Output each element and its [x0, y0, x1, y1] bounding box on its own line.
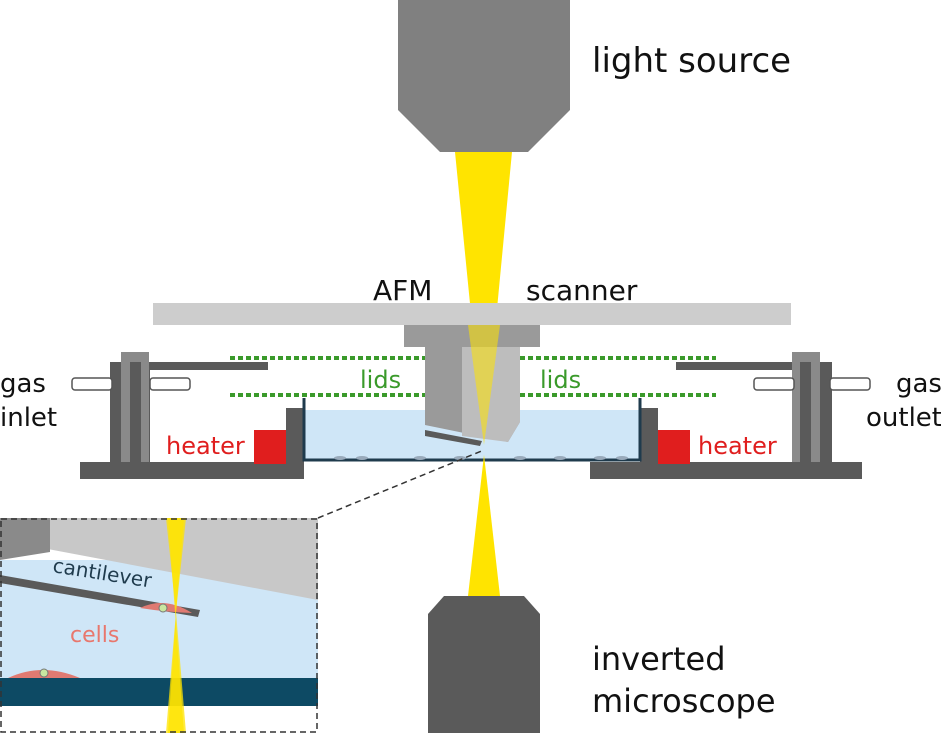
inset-glass-bottom: [0, 678, 318, 706]
heater-right-block: [658, 430, 690, 464]
cantilever-holder-front: [462, 405, 520, 442]
inverted-label-2: microscope: [592, 682, 776, 720]
zoom-inset: [0, 518, 318, 733]
gas-inlet-label-1: gas: [0, 369, 46, 399]
inset-cell-nucleus-2: [39, 668, 49, 678]
lids-right-label: lids: [540, 366, 581, 394]
inset-frame: [0, 518, 318, 733]
heater-left-label: heater: [166, 432, 245, 460]
gas-outlet-label-1: gas: [896, 369, 941, 399]
light-beam-overlay: [468, 325, 500, 445]
gas-outlet-label-2: outlet: [866, 403, 941, 433]
dish-border: [302, 398, 642, 462]
heater-right-label: heater: [698, 432, 777, 460]
cells-label: cells: [70, 623, 119, 648]
base-right: [590, 462, 862, 479]
heater-left-block: [254, 430, 286, 464]
light-beam-upper: [455, 152, 512, 445]
inset-beam-upper: [166, 518, 186, 612]
light-source: [398, 0, 570, 152]
inset-cell-nucleus-1: [158, 603, 168, 613]
light-beam-lower: [468, 455, 500, 596]
gas-outlet-tube-inner: [753, 377, 795, 391]
gas-inlet-tube-inner: [149, 377, 191, 391]
base-left: [80, 462, 304, 479]
afm-label: AFM: [373, 274, 432, 307]
inverted-microscope: [428, 596, 540, 733]
inset-holder-dark: [0, 518, 50, 560]
gas-outlet-tube: [829, 377, 871, 391]
scanner-label: scanner: [526, 274, 638, 307]
light-source-label: light source: [592, 41, 791, 81]
right-wall-inner-dark: [800, 362, 811, 462]
cantilever-front: [425, 430, 482, 446]
dish-holder-left: [286, 408, 304, 464]
lids-left-label: lids: [360, 366, 401, 394]
gas-inlet-tube: [71, 377, 113, 391]
dish-cells: [334, 456, 628, 460]
inverted-label-1: inverted: [592, 640, 726, 678]
inset-beam-lower: [166, 612, 186, 733]
dish-holder-right: [640, 408, 658, 464]
left-wall-inner-dark: [130, 362, 141, 462]
left-wall-top: [150, 362, 268, 370]
right-wall-top: [676, 362, 792, 370]
afm-scanner-plate: [153, 303, 791, 325]
inset-holder: [0, 518, 318, 600]
gas-inlet-label-2: inlet: [0, 403, 57, 433]
